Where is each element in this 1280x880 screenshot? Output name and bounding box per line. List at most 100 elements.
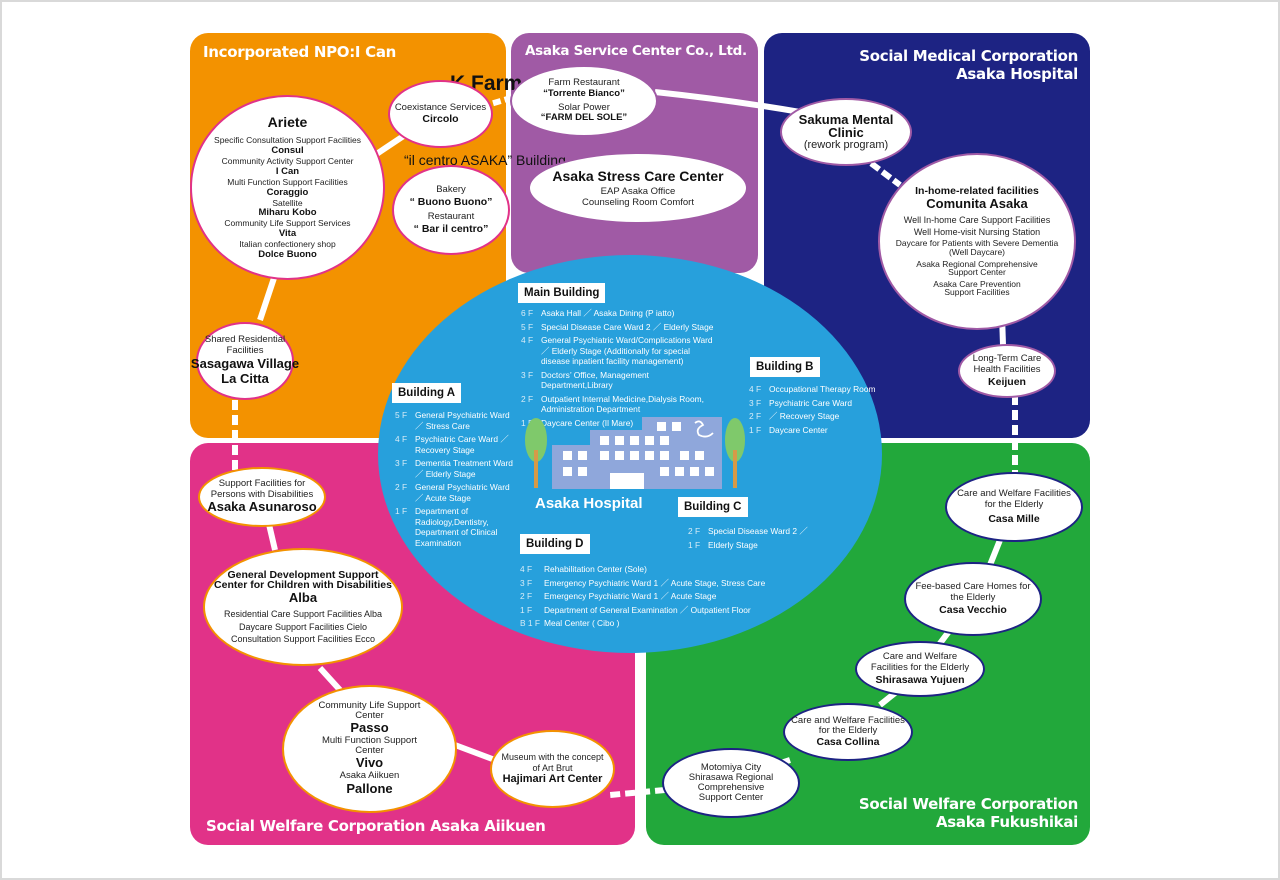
floor-description: Doctors’ Office, Management Department,L… [541,369,649,391]
hajimari-name: Hajimari Art Center [502,773,603,786]
ariete-item-name: Vita [278,228,297,239]
comunita-item: Asaka Care Prevention [933,278,1021,289]
alba-item: Residential Care Support Facilities Alba [223,609,383,620]
passo-type: Center [355,710,384,722]
floor-description: Dementia Treatment Ward ／ Elderly Stage [415,458,513,479]
bubble-keijuen[interactable]: Long-Term Care Health Facilities Keijuen [958,344,1056,398]
floor-number: 2 F [688,526,701,536]
link-mille-vecchio [987,538,1003,567]
building-a-label[interactable]: Building A [392,383,462,403]
motomiya-line: Shirasawa Regional [688,772,774,784]
building-d-label[interactable]: Building D [520,534,590,554]
ariete-item-type: Community Life Support Services [224,218,351,229]
floor-description: Emergency Psychiatric Ward 1 ／ Acute Sta… [544,577,766,588]
passo-type: Community Life Support [318,700,421,712]
floor-number: 3 F [521,369,534,380]
bakery-name: “ Buono Buono” [409,195,493,208]
bubble-bakery-restaurant[interactable]: Bakery “ Buono Buono” Restaurant “ Bar i… [392,165,510,255]
ariete-item-type: Italian confectionery shop [239,238,336,249]
comunita-item: Support Facilities [944,287,1010,298]
main-building-label[interactable]: Main Building [518,283,606,303]
comunita-item: Asaka Regional Comprehensive [916,258,1038,269]
restaurant-type: Restaurant [427,211,475,222]
floor-description: Occupational Therapy Room [769,384,876,394]
floor-number: 3 F [520,577,533,588]
building-b-label[interactable]: Building B [750,357,820,377]
floor-number: 4 F [749,384,762,394]
sakuma-name-line1: Sakuma Mental [798,111,894,127]
floor-number: 4 F [521,335,534,345]
floor-description: Daycare Center (Il Mare) [541,417,634,428]
comunita-item: (Well Daycare) [948,246,1006,257]
casa-collina-type: Care and Welfare Facilities [791,715,905,726]
farm-restaurant-type: Farm Restaurant [548,76,620,88]
floor-number: B 1 F [520,618,541,628]
hospital-building-icon [525,417,745,489]
bakery-type: Bakery [436,184,466,196]
bubble-ariete[interactable]: Ariete Specific Consultation Support Fac… [190,95,385,280]
floor-description: Elderly Stage [708,539,758,550]
link-hajimari-passo [453,742,497,763]
bubble-farm-restaurant[interactable]: Farm Restaurant “Torrente Bianco” Solar … [510,65,658,137]
bubble-stress-care-center[interactable]: Asaka Stress Care Center EAP Asaka Offic… [528,152,748,224]
floor-description: Psychiatric Care Ward ／ Recovery Stage [415,434,509,455]
casa-mille-name: Casa Mille [988,512,1040,525]
bubble-alba[interactable]: General Development Support Center for C… [203,548,403,666]
bubble-casa-collina[interactable]: Care and Welfare Facilities for the Elde… [783,703,913,761]
bubble-hajimari-art-center[interactable]: Museum with the concept of Art Brut Haji… [490,730,615,808]
ariete-item-type: Multi Function Support Facilities [227,176,348,187]
bubble-sakuma-mental-clinic[interactable]: Sakuma Mental Clinic (rework program) [780,98,912,166]
floor-description: General Psychiatric Ward/Complications W… [541,335,713,366]
bubble-comunita-asaka[interactable]: In-home-related facilities Comunita Asak… [878,153,1076,330]
alba-item: Daycare Support Facilities Cielo [238,621,368,632]
bubble-asaka-asunaroso[interactable]: Support Facilities for Persons with Disa… [198,467,326,527]
floor-description: General Psychiatric Ward ／ Acute Stage [415,482,510,503]
floor-row: 4 F Occupational Therapy Room [749,384,894,395]
floor-description: Department of Radiology,Dentistry, Depar… [415,506,498,548]
asunaroso-type: Persons with Disabilities [210,488,314,500]
floor-description: Outpatient Internal Medicine,Dialysis Ro… [541,393,704,415]
bubble-shirasawa-yujuen[interactable]: Care and Welfare Facilities for the Elde… [855,641,985,697]
sasagawa-name-line1: Sasagawa Village [190,355,300,371]
bubble-sasagawa-village[interactable]: Shared Residential Facilities Sasagawa V… [191,322,299,400]
casa-mille-type: for the Elderly [984,498,1044,510]
ariete-item-name: Miharu Kobo [258,207,317,219]
casa-vecchio-name: Casa Vecchio [939,603,1007,616]
pallone-name: Pallone [346,780,393,796]
ariete-item-type: Community Activity Support Center [221,156,354,167]
shirasawa-yujuen-type: Care and Welfare [882,651,958,663]
floor-number: 6 F [521,308,534,318]
bubble-circolo[interactable]: Coexistance Services Circolo [388,80,493,148]
building-c-label[interactable]: Building C [678,497,748,517]
il-centro-building-label: “il centro ASAKA” Building [404,152,566,168]
comunita-item: Support Center [948,267,1006,278]
panel-title-medical-line2: Asaka Hospital [956,65,1078,83]
ariete-title: Ariete [267,114,308,131]
motomiya-line: Comprehensive [697,782,765,793]
floor-description: Rehabilitation Center (Sole) [544,564,647,574]
vivo-type: Multi Function Support [321,735,418,747]
vivo-type: Center [355,745,384,757]
bubble-casa-vecchio[interactable]: Fee-based Care Homes for the Elderly Cas… [904,562,1042,636]
sakuma-sub: (rework program) [803,138,889,151]
bubble-passo-vivo-pallone[interactable]: Community Life Support Center Passo Mult… [282,685,457,813]
hospital-name: Asaka Hospital [535,495,643,512]
circolo-type: Coexistance Services [394,101,487,113]
farm-restaurant-name: “Torrente Bianco” [543,87,625,99]
bubble-casa-mille[interactable]: Care and Welfare Facilities for the Elde… [945,472,1083,542]
sasagawa-name-line2: La Citta [221,370,269,386]
comunita-header: In-home-related facilities [915,184,1039,197]
panel-title-service: Asaka Service Center Co., Ltd. [525,43,747,59]
circolo-name: Circolo [422,113,459,126]
comunita-item: Well In-home Care Support Facilities [903,214,1051,225]
bubble-motomiya-support-center[interactable]: Motomiya City Shirasawa Regional Compreh… [662,748,800,818]
link-passo-alba [317,665,343,693]
